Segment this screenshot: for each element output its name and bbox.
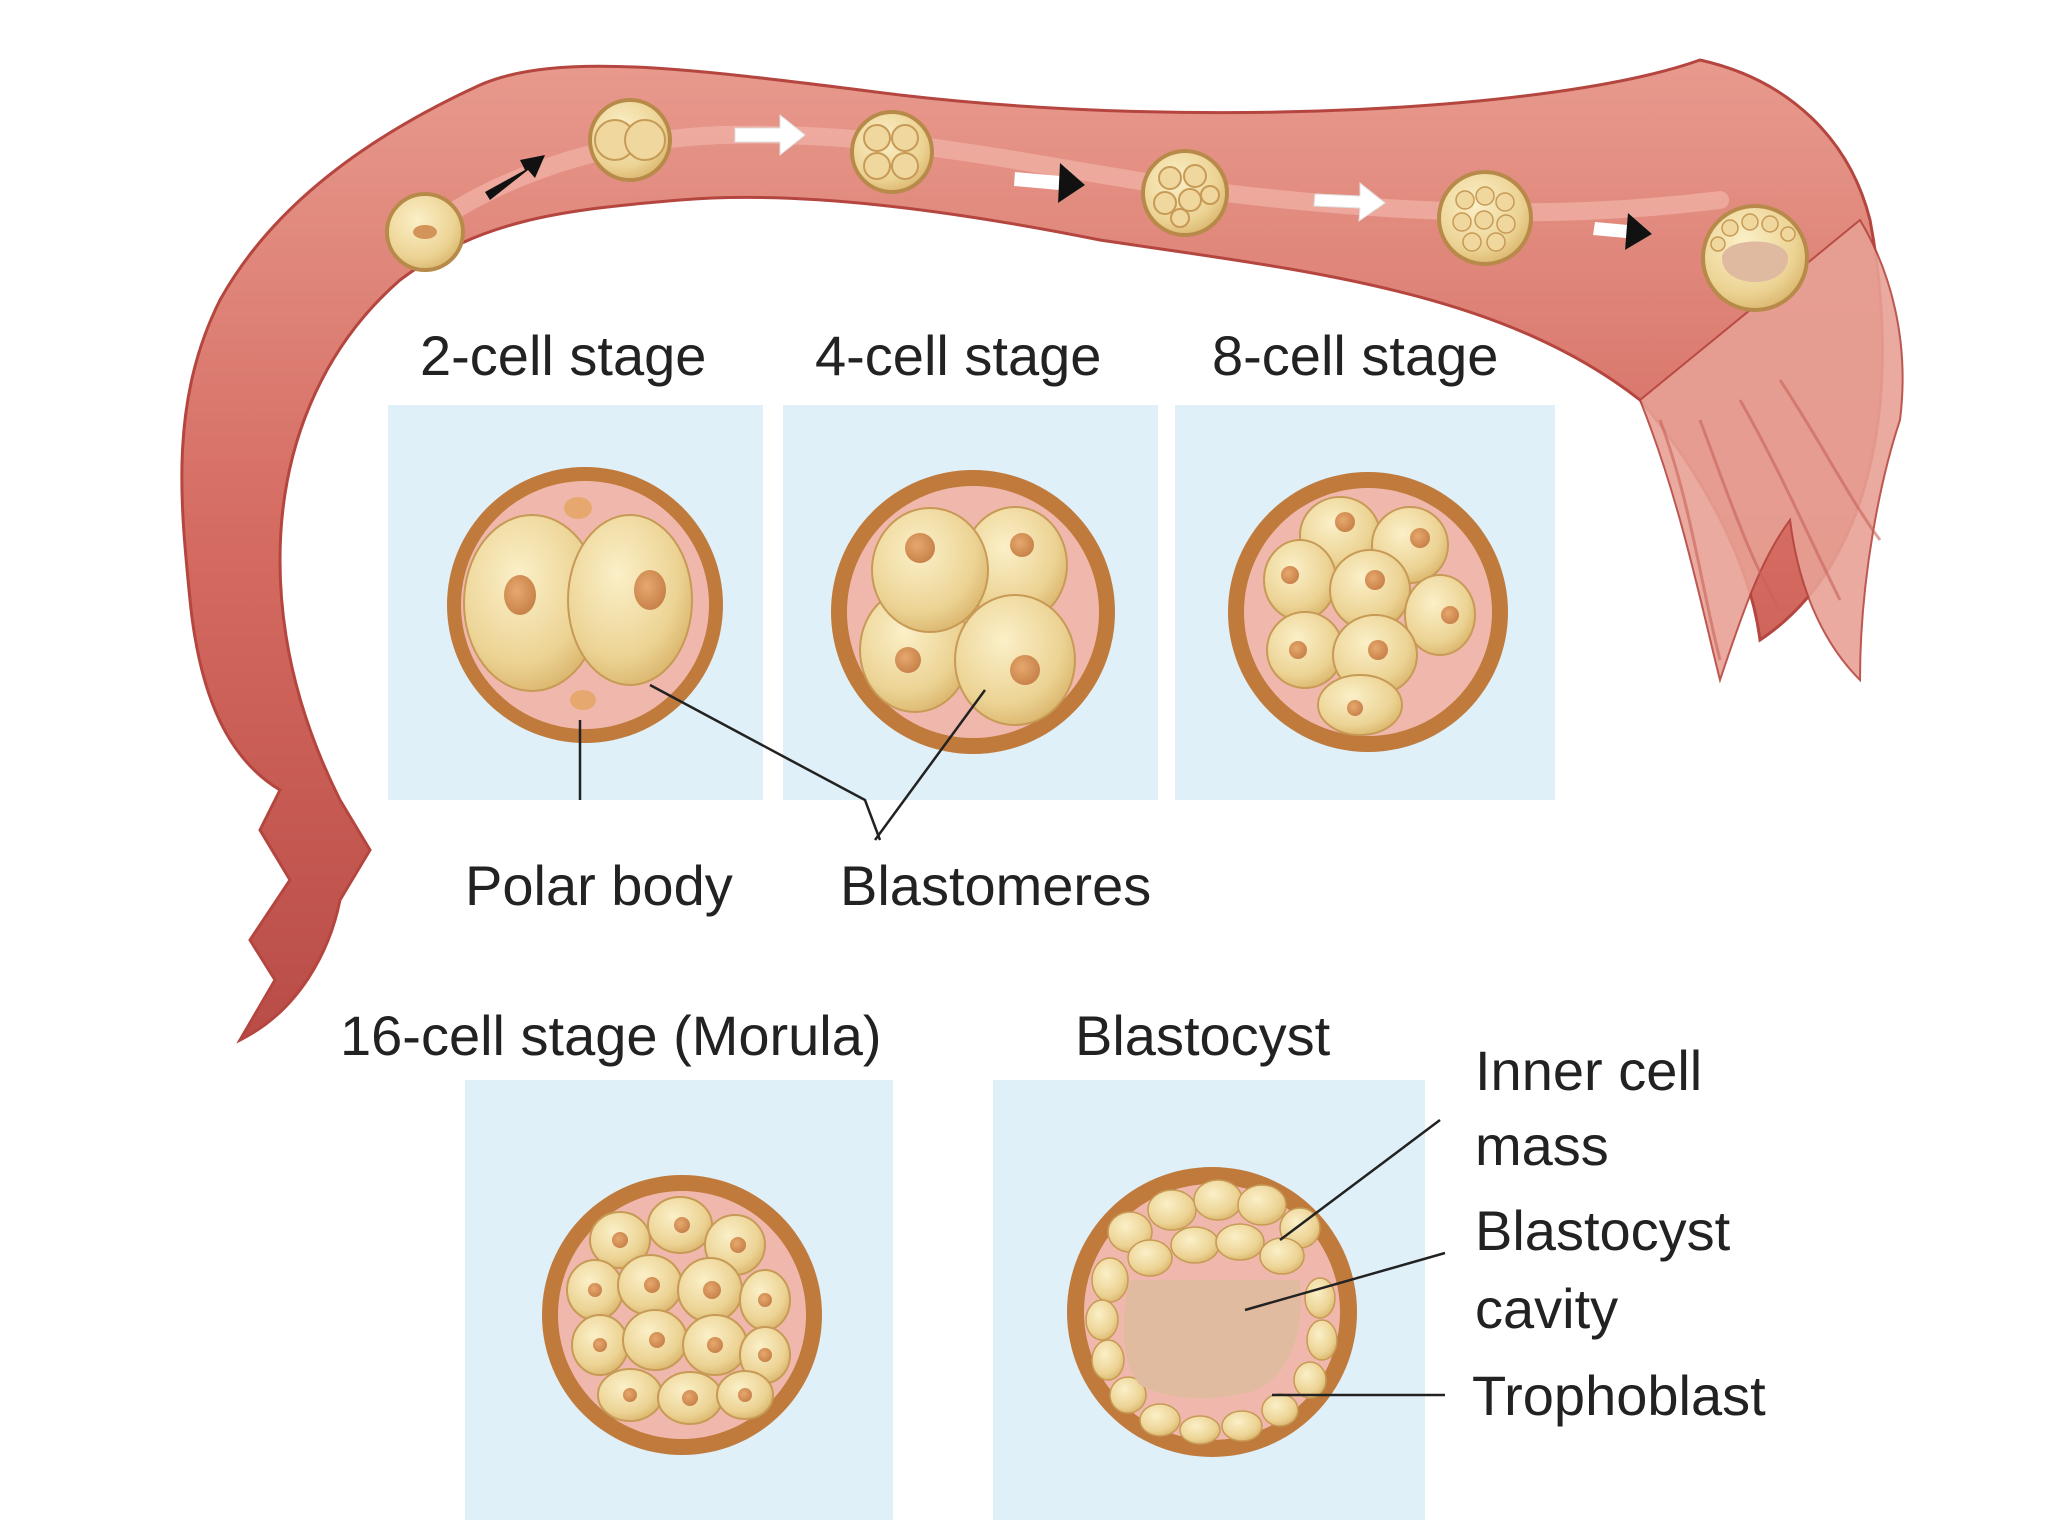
arrow-right-icon (734, 113, 806, 157)
label-4-cell: 4-cell stage (815, 324, 1101, 387)
label-trophoblast: Trophoblast (1472, 1364, 1766, 1427)
arrow-right-icon (1593, 213, 1652, 250)
tube-embryo-3 (850, 110, 934, 194)
blastocyst-cavity (1123, 1280, 1301, 1399)
label-cavity-1: Blastocyst (1475, 1199, 1731, 1262)
leader-lines (578, 683, 1446, 1397)
label-inner-cell-mass-1: Inner cell (1475, 1039, 1702, 1102)
fimbriae (1638, 218, 1904, 684)
two-cell-embryo (447, 467, 723, 743)
label-polar-body: Polar body (465, 854, 733, 917)
label-inner-cell-mass-2: mass (1475, 1114, 1609, 1177)
blastocyst-embryo (1067, 1167, 1357, 1457)
tube-embryo-6 (1701, 204, 1809, 312)
label-8-cell: 8-cell stage (1212, 324, 1498, 387)
arrow-right-icon (1014, 163, 1085, 203)
tube-embryo-5 (1437, 170, 1533, 266)
tube-embryo-4 (1141, 149, 1229, 237)
tube-embryo-2 (588, 98, 672, 182)
tube-embryo-1 (385, 192, 465, 272)
arrow-right-icon (1313, 181, 1386, 223)
label-cavity-2: cavity (1475, 1277, 1618, 1340)
eight-cell-embryo (1228, 472, 1508, 752)
four-cell-embryo (831, 470, 1115, 754)
polar-body (564, 497, 592, 519)
arrow-right-icon (485, 155, 545, 200)
label-blastomeres: Blastomeres (840, 854, 1151, 917)
label-2-cell: 2-cell stage (420, 324, 706, 387)
label-morula: 16-cell stage (Morula) (340, 1004, 882, 1067)
morula-embryo (542, 1175, 822, 1455)
label-blastocyst: Blastocyst (1075, 1004, 1331, 1067)
